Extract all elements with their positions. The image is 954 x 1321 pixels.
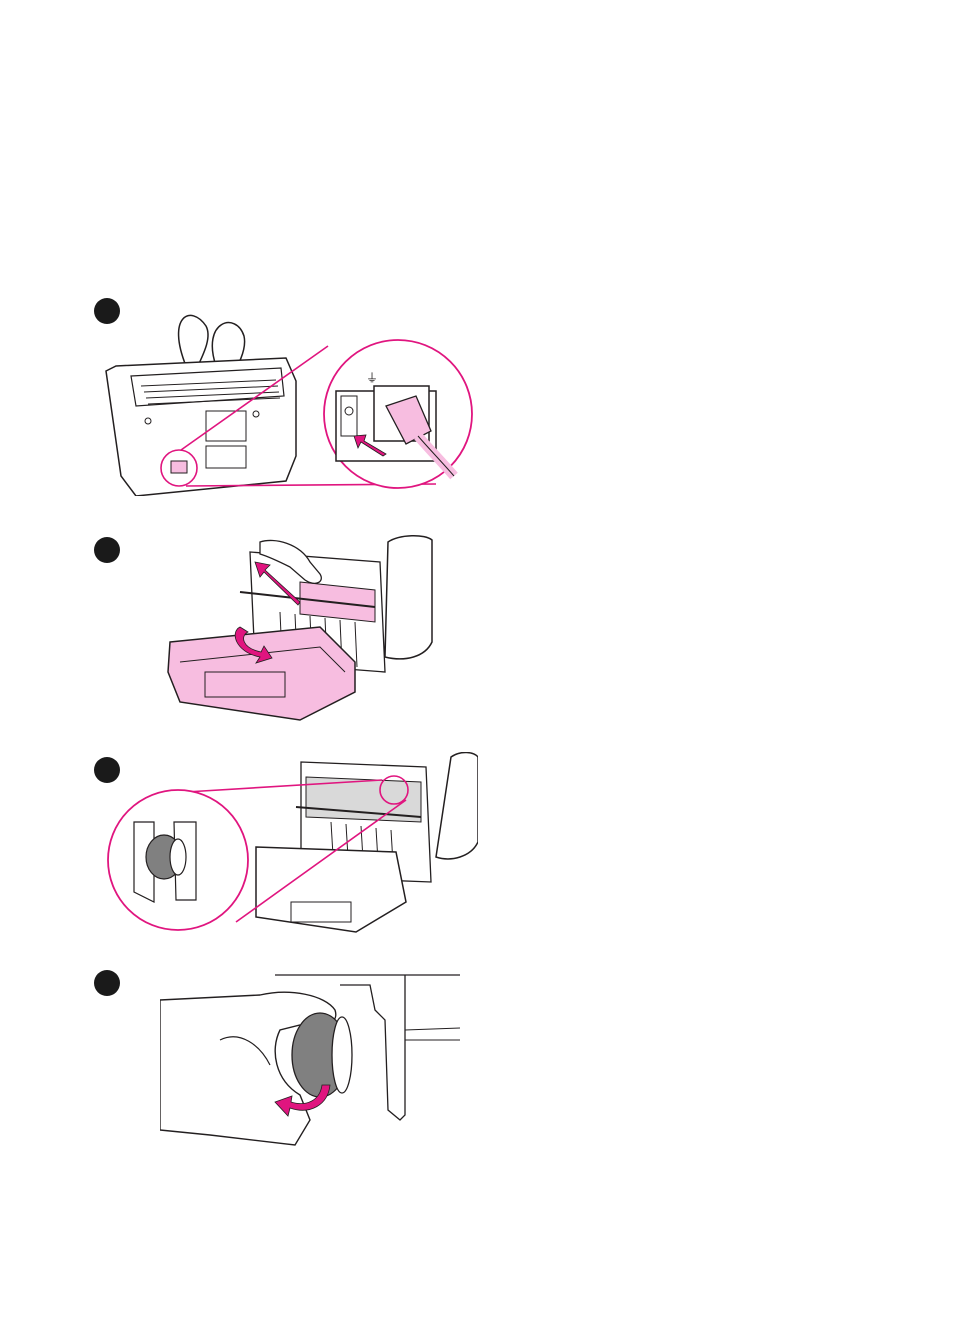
step-3-illustration — [106, 752, 478, 938]
step-4-badge — [94, 970, 120, 996]
step-4-illustration — [160, 970, 460, 1150]
step-1-illustration: ⏚ — [96, 296, 476, 496]
step-2-illustration — [160, 532, 440, 728]
step-2-badge — [94, 537, 120, 563]
printer-door-open — [168, 627, 355, 720]
socket-symbol-icon: ⏚ — [366, 371, 378, 385]
